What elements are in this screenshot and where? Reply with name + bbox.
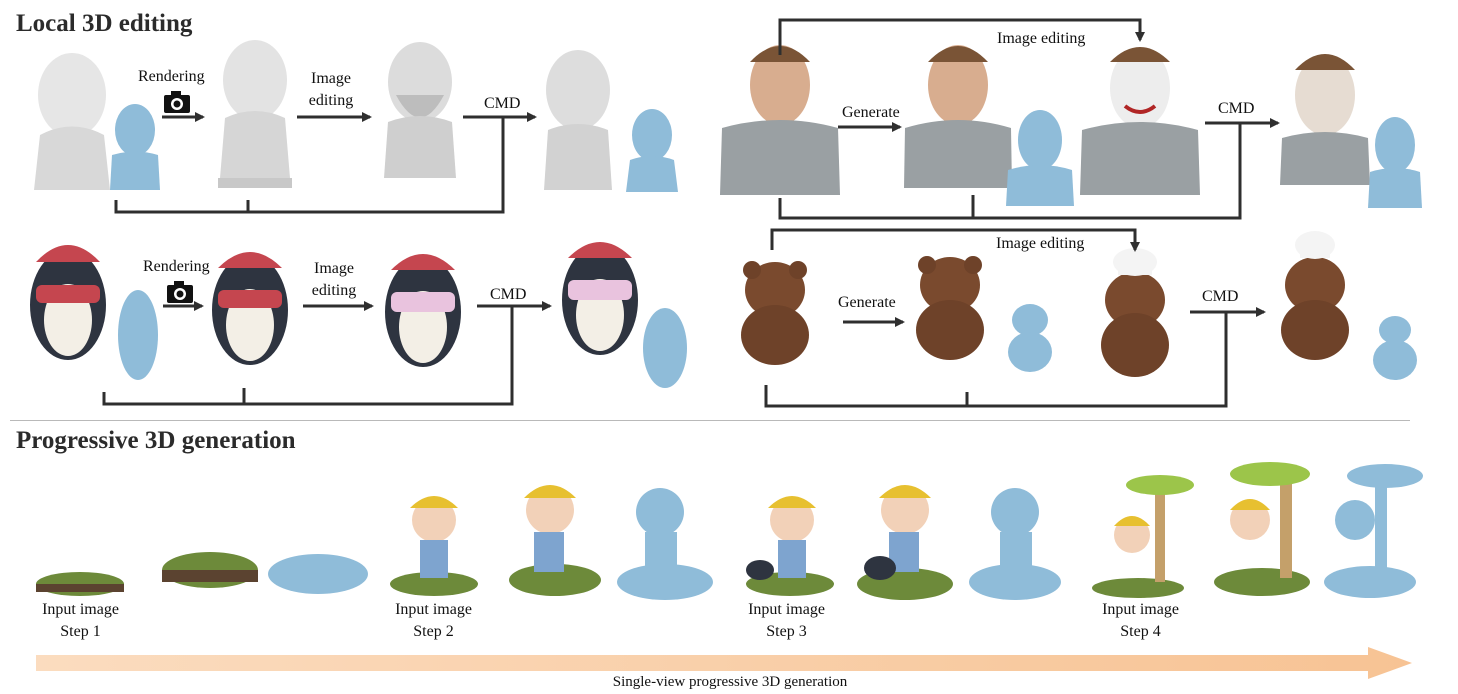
step1-input-label: Input image: [42, 601, 119, 618]
step2-input-image: [390, 496, 478, 596]
person-bracket: [778, 123, 1242, 220]
generate-label: Generate: [838, 294, 896, 311]
bust-edited-image: [384, 42, 456, 178]
step2-input-label: Input image: [395, 601, 472, 618]
image-editing-arrow: [778, 18, 1145, 55]
image-editing-label-line2: editing: [311, 282, 357, 299]
person-edited-image: [1080, 47, 1200, 195]
generate-label: Generate: [842, 104, 900, 121]
camera-icon: [164, 91, 190, 113]
person-generated-shape: [1006, 110, 1074, 206]
step4-label: Step 4: [1120, 623, 1161, 640]
teddy-input-image: [741, 261, 809, 365]
person-generated-image: [904, 45, 1012, 188]
step4-output-shape: [1324, 464, 1423, 598]
penguin-input-image: [30, 245, 106, 360]
image-editing-arrow: [770, 228, 1140, 252]
cmd-label: CMD: [1218, 100, 1255, 117]
penguin-output-image: [562, 242, 638, 355]
step3-input-image: [746, 496, 834, 596]
bust-rendered-image: [218, 40, 292, 188]
rendering-label: Rendering: [138, 68, 205, 85]
image-editing-label-line1: Image: [314, 260, 354, 277]
step2-output-image: [509, 485, 601, 596]
person-output-shape: [1368, 117, 1422, 208]
step4-input-label: Input image: [1102, 601, 1179, 618]
teddy-edited-image: [1101, 248, 1169, 377]
step1-label: Step 1: [60, 623, 101, 640]
step1-output-shape: [268, 554, 368, 594]
teddy-generated-image: [916, 256, 984, 360]
camera-icon: [167, 281, 193, 303]
step3-input-label: Input image: [748, 601, 825, 618]
local-editing-title: Local 3D editing: [16, 10, 193, 37]
teddy-bracket: [764, 312, 1228, 408]
step3-output-shape: [969, 488, 1061, 600]
timeline-label: Single-view progressive 3D generation: [612, 674, 848, 690]
penguin-output-shape: [643, 308, 687, 388]
cmd-label: CMD: [484, 95, 521, 112]
person-input-image: [720, 45, 840, 195]
penguin-edited-image: [385, 254, 461, 367]
teddy-output-image: [1281, 231, 1349, 360]
person-output-image: [1280, 54, 1370, 185]
step3-label: Step 3: [766, 623, 807, 640]
image-editing-label-line1: Image: [311, 70, 351, 87]
cmd-label: CMD: [1202, 288, 1239, 305]
step1-input-image: [36, 572, 124, 596]
teddy-output-shape: [1373, 316, 1417, 380]
step1-output-image: [162, 552, 258, 588]
penguin-rendered-image: [212, 252, 288, 365]
image-editing-label: Image editing: [997, 30, 1086, 47]
teddy-generated-shape: [1008, 304, 1052, 372]
bust-output-image: [544, 50, 612, 190]
penguin-bracket: [102, 306, 514, 406]
progress-timeline-arrow: [36, 647, 1412, 679]
step2-output-shape: [617, 488, 713, 600]
progressive-title: Progressive 3D generation: [16, 427, 296, 454]
image-editing-label-line2: editing: [308, 92, 354, 109]
bust-input-shape: [110, 104, 160, 190]
step4-input-image: [1092, 475, 1194, 598]
penguin-input-shape: [118, 290, 158, 380]
rendering-label: Rendering: [143, 258, 210, 275]
bust-output-shape: [626, 109, 678, 192]
step2-label: Step 2: [413, 623, 454, 640]
section-divider: [10, 420, 1410, 421]
cmd-label: CMD: [490, 286, 527, 303]
bust-bracket: [114, 117, 505, 214]
bust-input-image: [34, 53, 110, 190]
step3-output-image: [857, 485, 953, 600]
step4-output-image: [1214, 462, 1310, 596]
image-editing-label: Image editing: [996, 235, 1085, 252]
